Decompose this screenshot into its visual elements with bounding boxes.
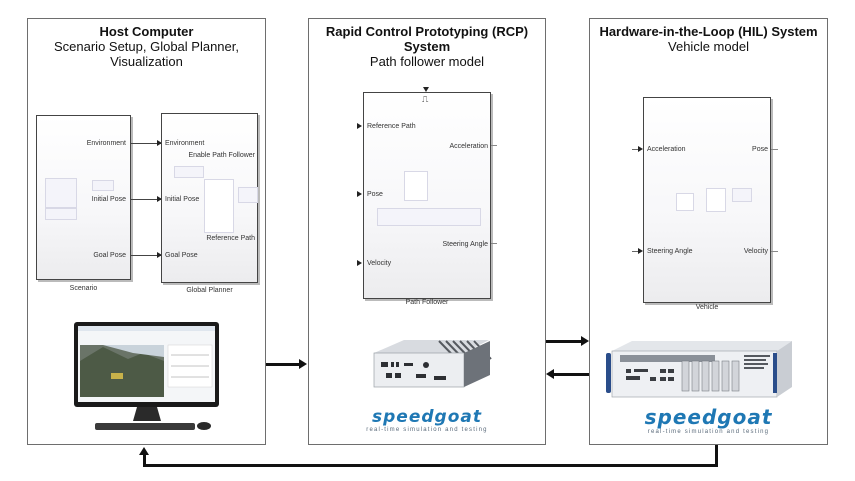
scenario-block[interactable]: Environment Initial Pose Goal Pose xyxy=(36,115,131,280)
wire-goal-pose xyxy=(131,255,161,256)
host-subtitle-line1: Scenario Setup, Global Planner, xyxy=(53,39,239,54)
scenario-out-initial-pose: Initial Pose xyxy=(91,196,126,203)
planner-inner-diagram-2 xyxy=(204,179,234,233)
rcp-subtitle: Path follower model xyxy=(369,54,485,69)
arrowhead-hil-to-rcp-icon xyxy=(546,369,554,379)
port-acceleration-icon xyxy=(638,146,643,152)
speedgoat-logo-rcp: speedgoat xyxy=(372,407,482,427)
vehicle-inner-diagram-3 xyxy=(732,188,752,202)
out-acceleration-stub xyxy=(491,145,497,146)
speedgoat-logo-hil: speedgoat xyxy=(644,405,773,429)
vehicle-inner-diagram xyxy=(676,193,694,211)
hil-system-panel: Hardware-in-the-Loop (HIL) System Vehicl… xyxy=(589,18,828,445)
planner-in-goal-pose: Goal Pose xyxy=(165,252,198,259)
vehicle-caption: Vehicle xyxy=(695,304,719,311)
planner-out-reference-path: Reference Path xyxy=(206,235,255,242)
pf-out-acceleration: Acceleration xyxy=(449,143,488,150)
trigger-port-icon xyxy=(423,87,429,92)
arrow-hil-down xyxy=(715,445,718,466)
planner-in-initial-pose: Initial Pose xyxy=(165,196,200,203)
port-environment-icon xyxy=(157,140,162,146)
vehicle-in-steering-angle: Steering Angle xyxy=(647,248,693,255)
planner-inner-diagram xyxy=(174,166,204,178)
planner-in-environment: Environment xyxy=(165,140,205,147)
global-planner-caption: Global Planner xyxy=(186,287,233,294)
vehicle-block[interactable]: Acceleration Steering Angle Pose Velocit… xyxy=(643,97,771,303)
hil-title: Hardware-in-the-Loop (HIL) System xyxy=(599,24,818,39)
path-follower-caption: Path Follower xyxy=(405,299,449,306)
planner-out-enable-path-follower: Enable Path Follower xyxy=(188,152,255,159)
vehicle-inner-diagram-2 xyxy=(706,188,726,212)
arrow-host-to-rcp xyxy=(266,363,300,366)
scenario-inner-diagram-3 xyxy=(92,180,114,191)
pf-out-steering-angle: Steering Angle xyxy=(442,241,488,248)
trigger-symbol: ⎍ xyxy=(422,94,429,104)
arrowhead-host-to-rcp-icon xyxy=(299,359,307,369)
in-acceleration-stub xyxy=(632,149,640,150)
pf-in-pose: Pose xyxy=(367,191,383,198)
path-follower-block[interactable]: ⎍ Reference Path Pose Velocity Accelerat… xyxy=(363,92,491,299)
out-velocity-stub xyxy=(771,251,778,252)
speedgoat-hil-rack-icon xyxy=(602,339,792,401)
scenario-caption: Scenario xyxy=(69,285,98,292)
vehicle-out-pose: Pose xyxy=(752,146,768,153)
port-reference-path-icon xyxy=(357,123,362,129)
path-follower-inner-diagram-2 xyxy=(377,208,481,226)
port-goal-pose-icon xyxy=(157,252,162,258)
arrowhead-rcp-to-hil-icon xyxy=(581,336,589,346)
arrowhead-to-host-icon xyxy=(139,447,149,455)
host-computer-panel: Host Computer Scenario Setup, Global Pla… xyxy=(27,18,266,445)
speedgoat-tagline-hil: real-time simulation and testing xyxy=(647,429,770,435)
arrow-rcp-to-hil xyxy=(546,340,581,343)
path-follower-inner-diagram xyxy=(404,171,428,201)
rcp-system-panel: Rapid Control Prototyping (RCP) System P… xyxy=(308,18,546,445)
port-velocity-icon xyxy=(357,260,362,266)
pf-in-reference-path: Reference Path xyxy=(367,123,416,130)
port-initial-pose-icon xyxy=(157,196,162,202)
wire-environment xyxy=(131,143,161,144)
rcp-title-line2: System xyxy=(403,39,451,54)
in-steering-stub xyxy=(632,251,640,252)
speedgoat-tagline-rcp: real-time simulation and testing xyxy=(366,427,488,433)
rcp-title-line1: Rapid Control Prototyping (RCP) xyxy=(325,24,529,39)
speedgoat-rcp-device-icon xyxy=(364,335,494,395)
hil-subtitle: Vehicle model xyxy=(668,39,749,54)
arrow-hil-to-rcp xyxy=(554,373,589,376)
host-computer-monitor-icon xyxy=(73,321,220,436)
host-title: Host Computer xyxy=(99,24,194,39)
arrow-host-up xyxy=(143,454,146,467)
scenario-inner-diagram xyxy=(45,178,77,208)
vehicle-in-acceleration: Acceleration xyxy=(647,146,686,153)
scenario-inner-diagram-2 xyxy=(45,208,77,220)
scenario-out-environment: Environment xyxy=(86,140,126,147)
host-subtitle-line2: Visualization xyxy=(110,54,183,69)
port-pose-icon xyxy=(357,191,362,197)
global-planner-block[interactable]: Environment Initial Pose Goal Pose Enabl… xyxy=(161,113,258,283)
wire-initial-pose xyxy=(131,199,161,200)
arrow-bottom-return xyxy=(143,464,718,467)
out-pose-stub xyxy=(771,149,778,150)
planner-inner-diagram-3 xyxy=(238,187,258,203)
out-steering-stub xyxy=(491,243,497,244)
scenario-out-goal-pose: Goal Pose xyxy=(93,252,126,259)
pf-in-velocity: Velocity xyxy=(367,260,392,267)
vehicle-out-velocity: Velocity xyxy=(743,248,768,255)
port-steering-angle-icon xyxy=(638,248,643,254)
